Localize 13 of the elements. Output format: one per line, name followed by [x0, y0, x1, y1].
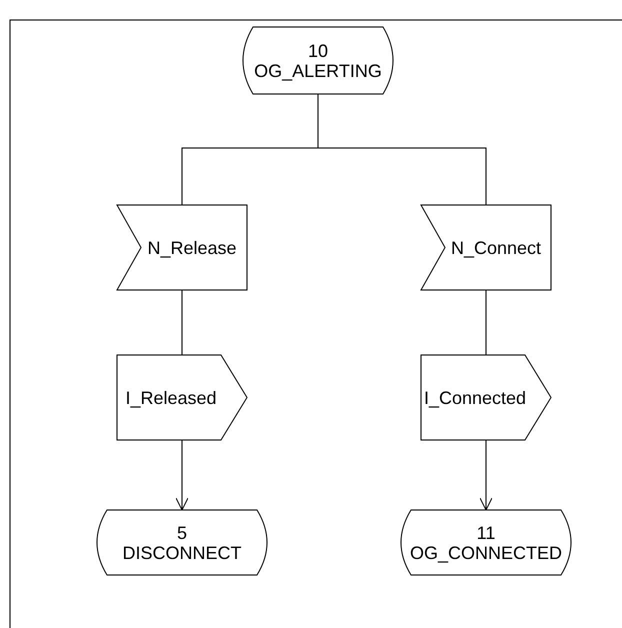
- arrow: [176, 440, 188, 510]
- state-number: 5: [176, 522, 187, 542]
- signal-name: I_Connected: [424, 388, 526, 408]
- state-name: OG_CONNECTED: [410, 542, 562, 562]
- signal-name: N_Connect: [450, 238, 542, 258]
- state-number: 11: [476, 522, 496, 542]
- signal-name: N_Release: [147, 238, 237, 258]
- state-name: DISCONNECT: [122, 542, 242, 562]
- arrow: [480, 440, 492, 510]
- signal-name: I_Released: [125, 388, 217, 408]
- state-number: 10: [308, 40, 328, 60]
- connector-line: [318, 94, 486, 206]
- state-name: OG_ALERTING: [254, 60, 382, 80]
